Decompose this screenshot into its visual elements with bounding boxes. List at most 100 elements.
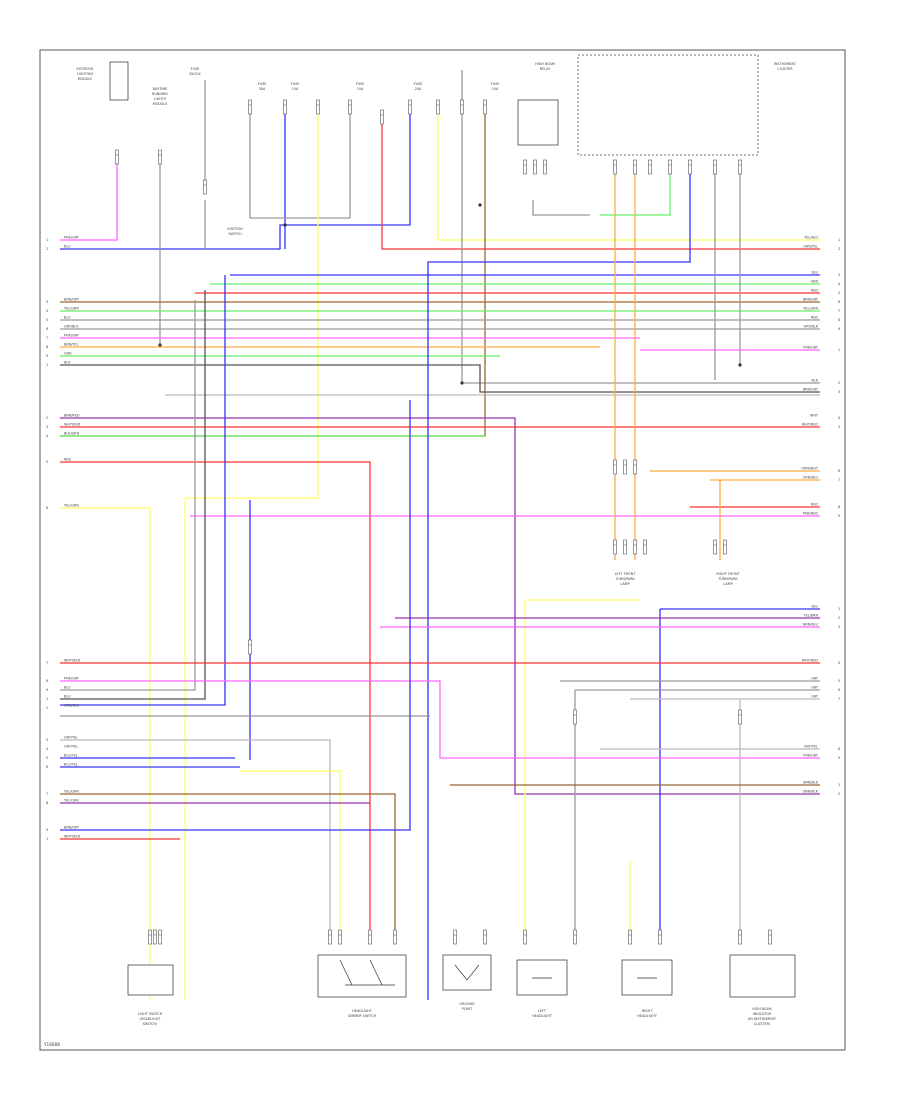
wire-label-right: YEL/BLU: [804, 236, 818, 240]
wire-fuse-red-1: [381, 110, 820, 250]
wire-label-right: YEL/GRN: [803, 307, 818, 311]
wire-label-left: BRN/RED: [64, 414, 80, 418]
wire-label-left: BRN/YEL: [64, 343, 79, 347]
high-beam-indicator-label: HIGH BEAM INDICATOR (IN INSTRUMENT CLUST…: [748, 1007, 777, 1026]
connector-terminal: [328, 929, 332, 945]
label-line: SWITCH): [143, 1022, 158, 1026]
label-line: (HEADLIGHT: [139, 1017, 161, 1021]
fuse-2-label: FUSE 15A: [291, 82, 300, 91]
connector-terminal: [368, 929, 372, 945]
wire-label-right: GRY: [811, 695, 819, 699]
instrument-cluster-label: INSTRUMENT CLUSTER: [774, 62, 797, 71]
wire-label-left: BLU: [64, 695, 71, 699]
label-line: LIGHT SWITCH: [138, 1012, 163, 1016]
pin-number-right: 8: [838, 318, 840, 322]
wire-label-left: PNK/GRY: [64, 677, 80, 681]
connector-terminal: [316, 99, 320, 115]
fuse-1-label: FUSE 30A: [258, 82, 267, 91]
left-headlight-box: [516, 959, 568, 996]
wire-label-left: GRN/BLU: [64, 704, 80, 708]
connector-terminal: [768, 929, 772, 945]
pin-number-right: 5: [838, 291, 840, 295]
wire-pink-bus: [60, 337, 820, 351]
wire-label-right: RED: [811, 289, 818, 293]
connector-terminal: [738, 929, 742, 945]
pin-number-left: 6: [46, 506, 48, 510]
connector-terminal: [380, 109, 384, 125]
splice-dot: [158, 343, 162, 347]
pin-number-right: 6: [838, 688, 840, 692]
pin-number-left: 1: [46, 837, 48, 841]
wire-label-right: WHT: [810, 414, 819, 418]
pin-number-right: 9: [838, 514, 840, 518]
label-line: MODULE: [78, 77, 93, 81]
pin-number-left: 9: [46, 828, 48, 832]
wire-label-left: YEL/GRN: [64, 307, 79, 311]
wire-fuse-yellow-2: [437, 100, 820, 241]
pin-number-left: 1: [46, 363, 48, 367]
pin-number-left: 1: [46, 697, 48, 701]
pin-number-right: 6: [838, 300, 840, 304]
wire-label-right: GRY/YEL: [804, 745, 818, 749]
label-line: DIMMER SWITCH: [348, 1014, 377, 1018]
wire-label-right: BLU: [811, 605, 818, 609]
light-switch-box: [127, 964, 174, 996]
right-headlight-box: [621, 959, 673, 996]
label-line: HIGH BEAM: [752, 1007, 772, 1011]
connector-terminal: [738, 159, 742, 175]
connector-terminal: [248, 99, 252, 115]
label-line: RUNNING: [152, 92, 168, 96]
pin-number-left: 4: [46, 747, 48, 751]
connector-terminal: [436, 99, 440, 115]
pin-number-left: 8: [46, 679, 48, 683]
pin-number-right: 2: [838, 381, 840, 385]
right-front-turn-lamp-label: RIGHT FRONT TURN/PARK LAMP: [716, 572, 740, 586]
wire-gray-vertical-2: [60, 290, 206, 700]
pin-number-right: 2: [838, 792, 840, 796]
wire-label-right: GRN: [810, 280, 818, 284]
wire-label-right: ORN/BLU: [803, 476, 819, 480]
connector-stubs: [115, 99, 772, 945]
wire-relay-green: [600, 160, 671, 216]
fuse-3-label: FUSE 10A: [356, 82, 365, 91]
label-line: HIGH BEAM: [535, 62, 555, 66]
pin-number-right: 9: [838, 327, 840, 331]
wire-fuse-yellow-1: [184, 100, 319, 1000]
connector-terminal: [648, 159, 652, 175]
wire-label-right: GRY/BLK: [804, 325, 819, 329]
wire-gray-749: [600, 700, 820, 930]
wire-label-right: RED: [811, 503, 818, 507]
connector-terminal: [643, 539, 647, 555]
wire-label-left: BRN/GRY: [64, 298, 80, 302]
wire-label-right: WHT/RED: [802, 659, 819, 663]
pin-number-right: 3: [838, 273, 840, 277]
pin-number-right: 1: [838, 783, 840, 787]
wire-label-right: GRY: [811, 686, 819, 690]
pin-number-left: 2: [46, 416, 48, 420]
wire-red-462: [60, 461, 371, 930]
fuse-5-label: FUSE 10A: [491, 82, 500, 91]
wire-blue-top: [60, 100, 411, 250]
pin-number-left: 3: [46, 425, 48, 429]
wire-label-right: PNK/GRY: [803, 754, 819, 758]
wire-blue-830: [60, 400, 411, 831]
label-line: FUSE: [491, 82, 500, 86]
connector-terminal: [148, 929, 152, 945]
connector-terminal: [713, 159, 717, 175]
wire-fuse-brown-1: [60, 100, 486, 437]
connector-terminal: [483, 929, 487, 945]
wire-label-right: BRN/BLU: [803, 623, 818, 627]
connector-terminal: [283, 99, 287, 115]
pin-number-left: 5: [46, 460, 48, 464]
wire-label-right: PNK/GRY: [803, 346, 819, 350]
wire-label-left: BLU: [64, 245, 71, 249]
label-line: TURN/PARK: [717, 577, 738, 581]
connector-terminal: [393, 929, 397, 945]
label-line: DAYTIME: [153, 87, 168, 91]
label-line: LAMP: [620, 582, 629, 586]
dimmer-switch-symbol: [339, 959, 395, 986]
pin-number-left: 9: [46, 354, 48, 358]
label-line: 10A: [492, 87, 499, 91]
light-switch-label: LIGHT SWITCH (HEADLIGHT SWITCH): [138, 1012, 163, 1026]
